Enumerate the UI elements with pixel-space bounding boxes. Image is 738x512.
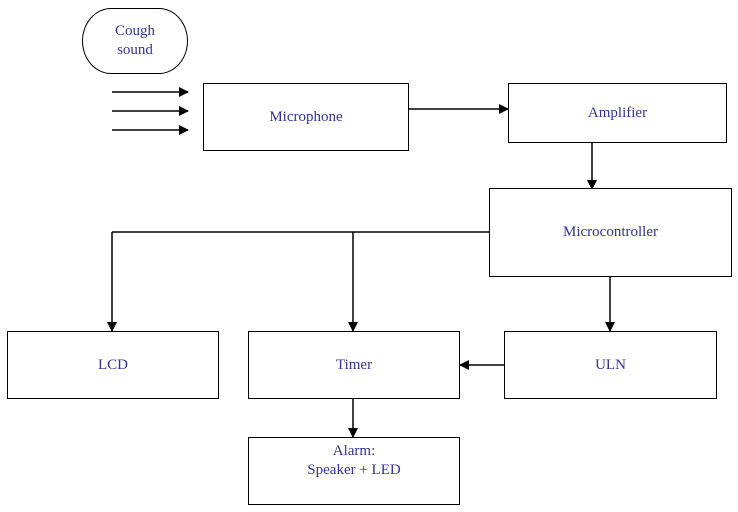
microcontroller-label: Microcontroller [563, 224, 658, 240]
uln-block: ULN [504, 331, 717, 399]
lcd-block: LCD [7, 331, 219, 399]
lcd-label: LCD [98, 356, 128, 373]
amplifier-block: Amplifier [508, 83, 727, 143]
alarm-label-line2: Speaker + LED [307, 462, 401, 478]
uln-label: ULN [595, 356, 626, 373]
cough-sound-label-line2: sound [117, 42, 153, 58]
amplifier-label: Amplifier [587, 104, 648, 121]
microphone-block: Microphone [203, 83, 409, 151]
cough-sound-node: Cough sound [82, 8, 188, 74]
alarm-label-line1: Alarm: [332, 443, 376, 459]
cough-sound-label-line1: Cough [114, 23, 155, 39]
microcontroller-block: Microcontroller [489, 188, 732, 277]
microphone-label: Microphone [269, 108, 343, 125]
timer-label: Timer [335, 356, 373, 373]
alarm-block: Alarm: Speaker + LED [248, 437, 460, 505]
timer-block: Timer [248, 331, 460, 399]
